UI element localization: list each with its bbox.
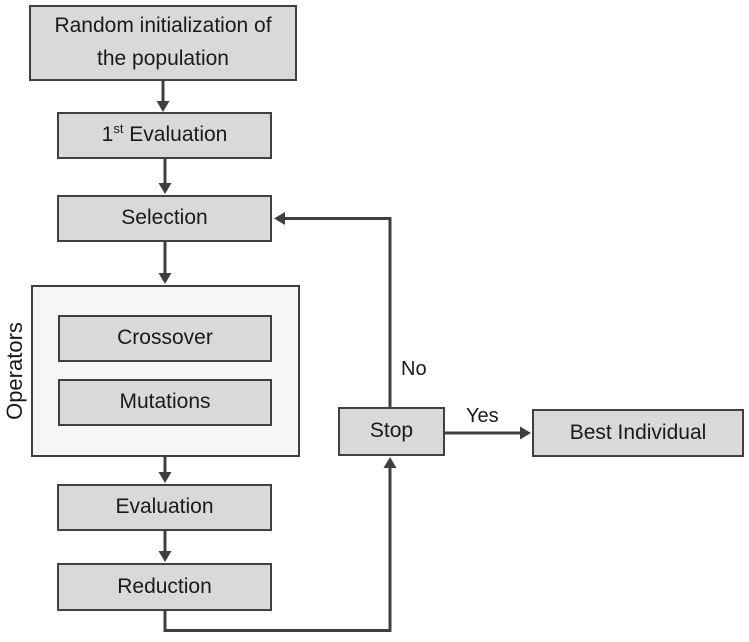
arrowhead-operators	[158, 273, 172, 284]
arrowhead-best-individual	[520, 426, 531, 440]
node-stop-label: Stop	[369, 419, 414, 443]
arrowhead-selection-feedback	[274, 212, 285, 225]
node-evaluation: Evaluation	[57, 484, 272, 531]
node-best-individual: Best Individual	[532, 409, 744, 457]
node-first-evaluation: 1st Evaluation	[57, 112, 272, 159]
node-selection: Selection	[57, 195, 272, 242]
arrowhead-stop	[383, 457, 397, 468]
node-selection-label: Selection	[121, 206, 208, 230]
arrowhead-evaluation	[158, 472, 172, 483]
edge-label-no: No	[401, 358, 427, 380]
operators-group-title: Operators	[0, 285, 30, 457]
node-random-initialization: Random initialization of the population	[29, 5, 297, 81]
node-mutations-label: Mutations	[119, 390, 211, 414]
node-crossover-label: Crossover	[117, 326, 213, 350]
node-reduction-label: Reduction	[117, 574, 212, 598]
node-mutations: Mutations	[58, 379, 272, 426]
arrowhead-first-eval	[156, 101, 170, 112]
operators-group-box	[31, 285, 300, 457]
node-best-individual-label: Best Individual	[569, 420, 707, 444]
node-evaluation-label: Evaluation	[115, 495, 214, 519]
node-reduction: Reduction	[57, 563, 272, 611]
ordinal-superscript: st	[113, 121, 124, 137]
arrowhead-selection	[158, 183, 172, 194]
edge-label-yes: Yes	[466, 405, 499, 427]
operators-group-title-text: Operators	[2, 322, 28, 420]
node-first-evaluation-label: 1st Evaluation	[101, 121, 228, 147]
node-crossover: Crossover	[58, 315, 272, 362]
node-stop: Stop	[338, 407, 445, 456]
node-random-initialization-label: Random initialization of the population	[54, 14, 272, 70]
arrowhead-reduction	[158, 551, 172, 562]
